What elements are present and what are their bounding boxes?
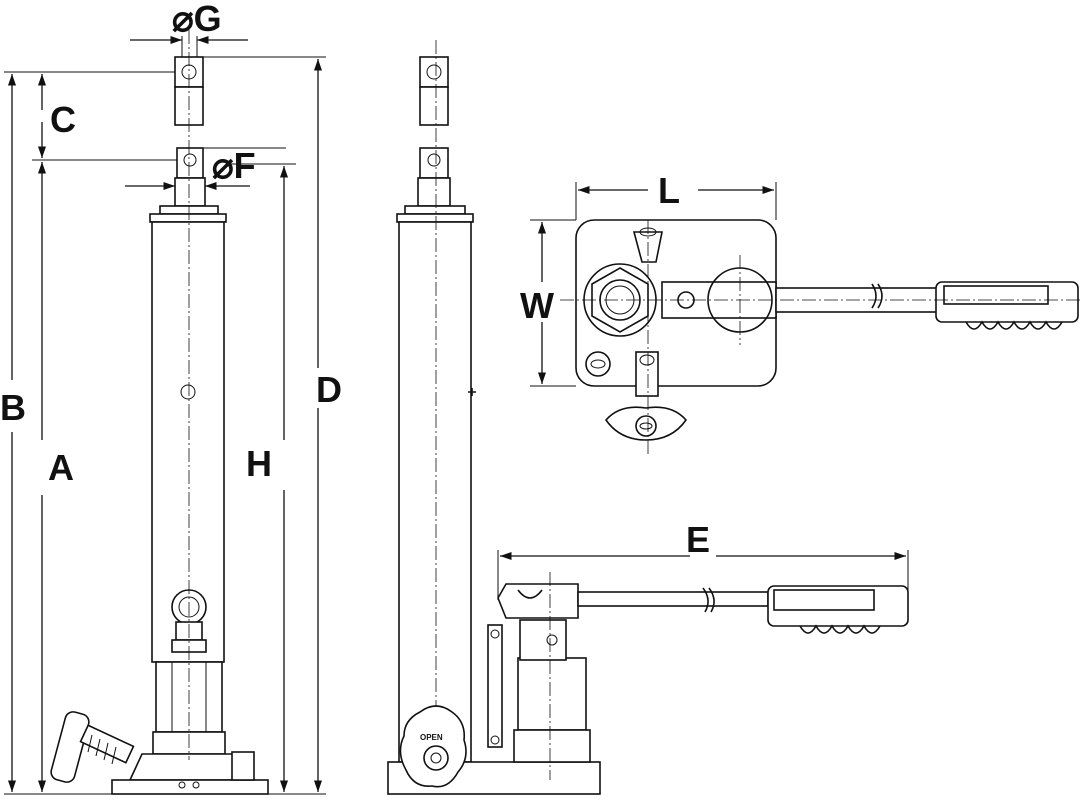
dimension-a: A (37, 162, 74, 792)
dimension-w: W (520, 219, 576, 387)
dimension-b: B (0, 71, 112, 795)
label-b: B (0, 387, 26, 428)
dimension-e: E (497, 519, 909, 600)
top-view (560, 219, 1083, 455)
label-w: W (520, 285, 554, 326)
label-e: E (686, 519, 710, 560)
label-h: H (246, 443, 272, 484)
dimension-f: ⌀F (125, 145, 286, 195)
label-f: ⌀F (212, 145, 256, 186)
label-a: A (48, 447, 74, 488)
label-l: L (658, 170, 680, 211)
dimension-h: H (226, 163, 296, 795)
label-g: ⌀G (172, 0, 222, 39)
open-valve-knob: OPEN (399, 705, 467, 788)
front-view (50, 30, 269, 795)
release-valve-knob (50, 711, 135, 783)
label-c: C (50, 99, 76, 140)
label-d: D (316, 369, 342, 410)
dimension-l: L (575, 170, 777, 220)
valve-open-text: OPEN (420, 733, 443, 742)
dimension-g: ⌀G (130, 0, 248, 57)
dimension-c: C (32, 71, 177, 161)
dimension-d: D (203, 56, 342, 795)
side-view: OPEN (387, 40, 909, 795)
